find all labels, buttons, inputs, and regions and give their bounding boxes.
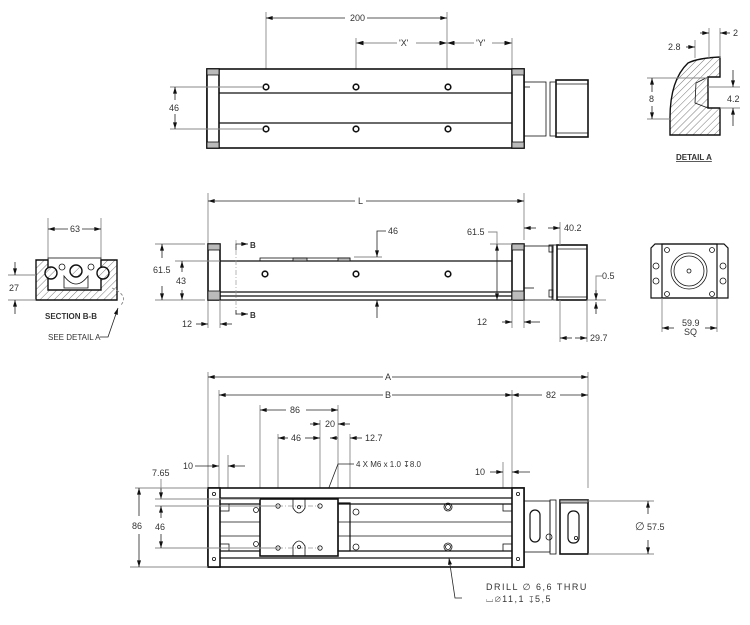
mount-hole	[352, 270, 360, 278]
dim-hole-pitch: 200	[350, 13, 365, 23]
dim-motor-adapter: 40.2	[564, 223, 582, 233]
detail-dim-8: 8	[649, 94, 654, 104]
dim-carriage-width: 86	[290, 405, 300, 415]
dim-motor-diameter-symbol: ∅	[635, 521, 645, 533]
dim-end-left: 10	[183, 461, 193, 471]
dim-hole-spacing-20: 20	[325, 419, 335, 429]
dim-length-l: L	[358, 196, 363, 206]
section-bb: 63 27 SECTION B-B SEE DETAIL A	[8, 218, 125, 342]
dim-overall-height-left: 61.5	[153, 265, 171, 275]
section-marker-top: B	[250, 241, 256, 250]
detail-a-title: DETAIL A	[676, 153, 712, 162]
dim-overall-width: 86	[132, 521, 142, 531]
mount-hole	[444, 270, 452, 278]
dim-y: 'Y'	[476, 38, 486, 48]
dim-rail-spacing: 46	[169, 103, 179, 113]
dim-motor-flange-sq: SQ	[684, 327, 697, 337]
bottom-view: A B 82 86 20 46 12.7 10	[130, 372, 665, 604]
side-view: L B B 46 61.5	[153, 193, 615, 343]
mount-hole	[444, 125, 452, 133]
dim-motor-length: 29.7	[590, 333, 608, 343]
mount-hole	[352, 83, 360, 91]
detail-a: 2.8 2 8 4.2 DETAIL A	[647, 28, 740, 162]
dim-hole-spacing-y: 46	[155, 522, 165, 532]
dim-rail-height: 43	[176, 276, 186, 286]
section-bb-title: SECTION B-B	[45, 312, 97, 321]
dim-end-right: 10	[475, 467, 485, 477]
mount-hole	[262, 125, 270, 133]
dim-edge-offset: 7.65	[152, 468, 170, 478]
section-marker-bottom: B	[250, 311, 256, 320]
detail-dim-4-2: 4.2	[727, 94, 740, 104]
dim-end-cap-left: 12	[182, 319, 192, 329]
dim-offset-12-7: 12.7	[365, 433, 383, 443]
motor	[555, 79, 589, 138]
mount-hole	[444, 83, 452, 91]
mount-hole	[261, 270, 269, 278]
motor	[559, 499, 589, 555]
dim-x: 'X'	[399, 38, 409, 48]
drill-note-line1: DRILL ∅ 6,6 THRU	[486, 582, 588, 592]
see-detail-a-callout: SEE DETAIL A	[48, 333, 101, 342]
dim-end-cap-right: 12	[477, 317, 487, 327]
dim-motor-flange: 59.9	[682, 318, 700, 328]
mount-hole	[352, 125, 360, 133]
dim-motor-offset: 0.5	[602, 271, 615, 281]
dim-stroke-b: B	[385, 390, 391, 400]
drill-note-line2: ⌴∅11,1 ↧5,5	[486, 594, 552, 604]
tapped-holes-note: 4 X M6 x 1.0 ↧8.0	[356, 460, 422, 469]
mount-hole	[262, 83, 270, 91]
top-view: 200 'X' 'Y'	[169, 12, 589, 149]
dim-overall-a: A	[385, 372, 391, 382]
dim-overall-height-right: 61.5	[467, 227, 485, 237]
dim-motor-overhang: 82	[546, 390, 556, 400]
carriage	[259, 498, 339, 557]
dim-motor-diameter: 57.5	[647, 522, 665, 532]
motor	[556, 244, 588, 301]
section-dim-63: 63	[70, 224, 80, 234]
detail-dim-2: 2	[733, 28, 738, 38]
motor-end-view: 59.9 SQ	[650, 243, 729, 337]
section-dim-27: 27	[9, 283, 19, 293]
detail-dim-2-8: 2.8	[668, 42, 681, 52]
dim-hole-spacing-46: 46	[291, 433, 301, 443]
dim-carriage-height: 46	[388, 226, 398, 236]
